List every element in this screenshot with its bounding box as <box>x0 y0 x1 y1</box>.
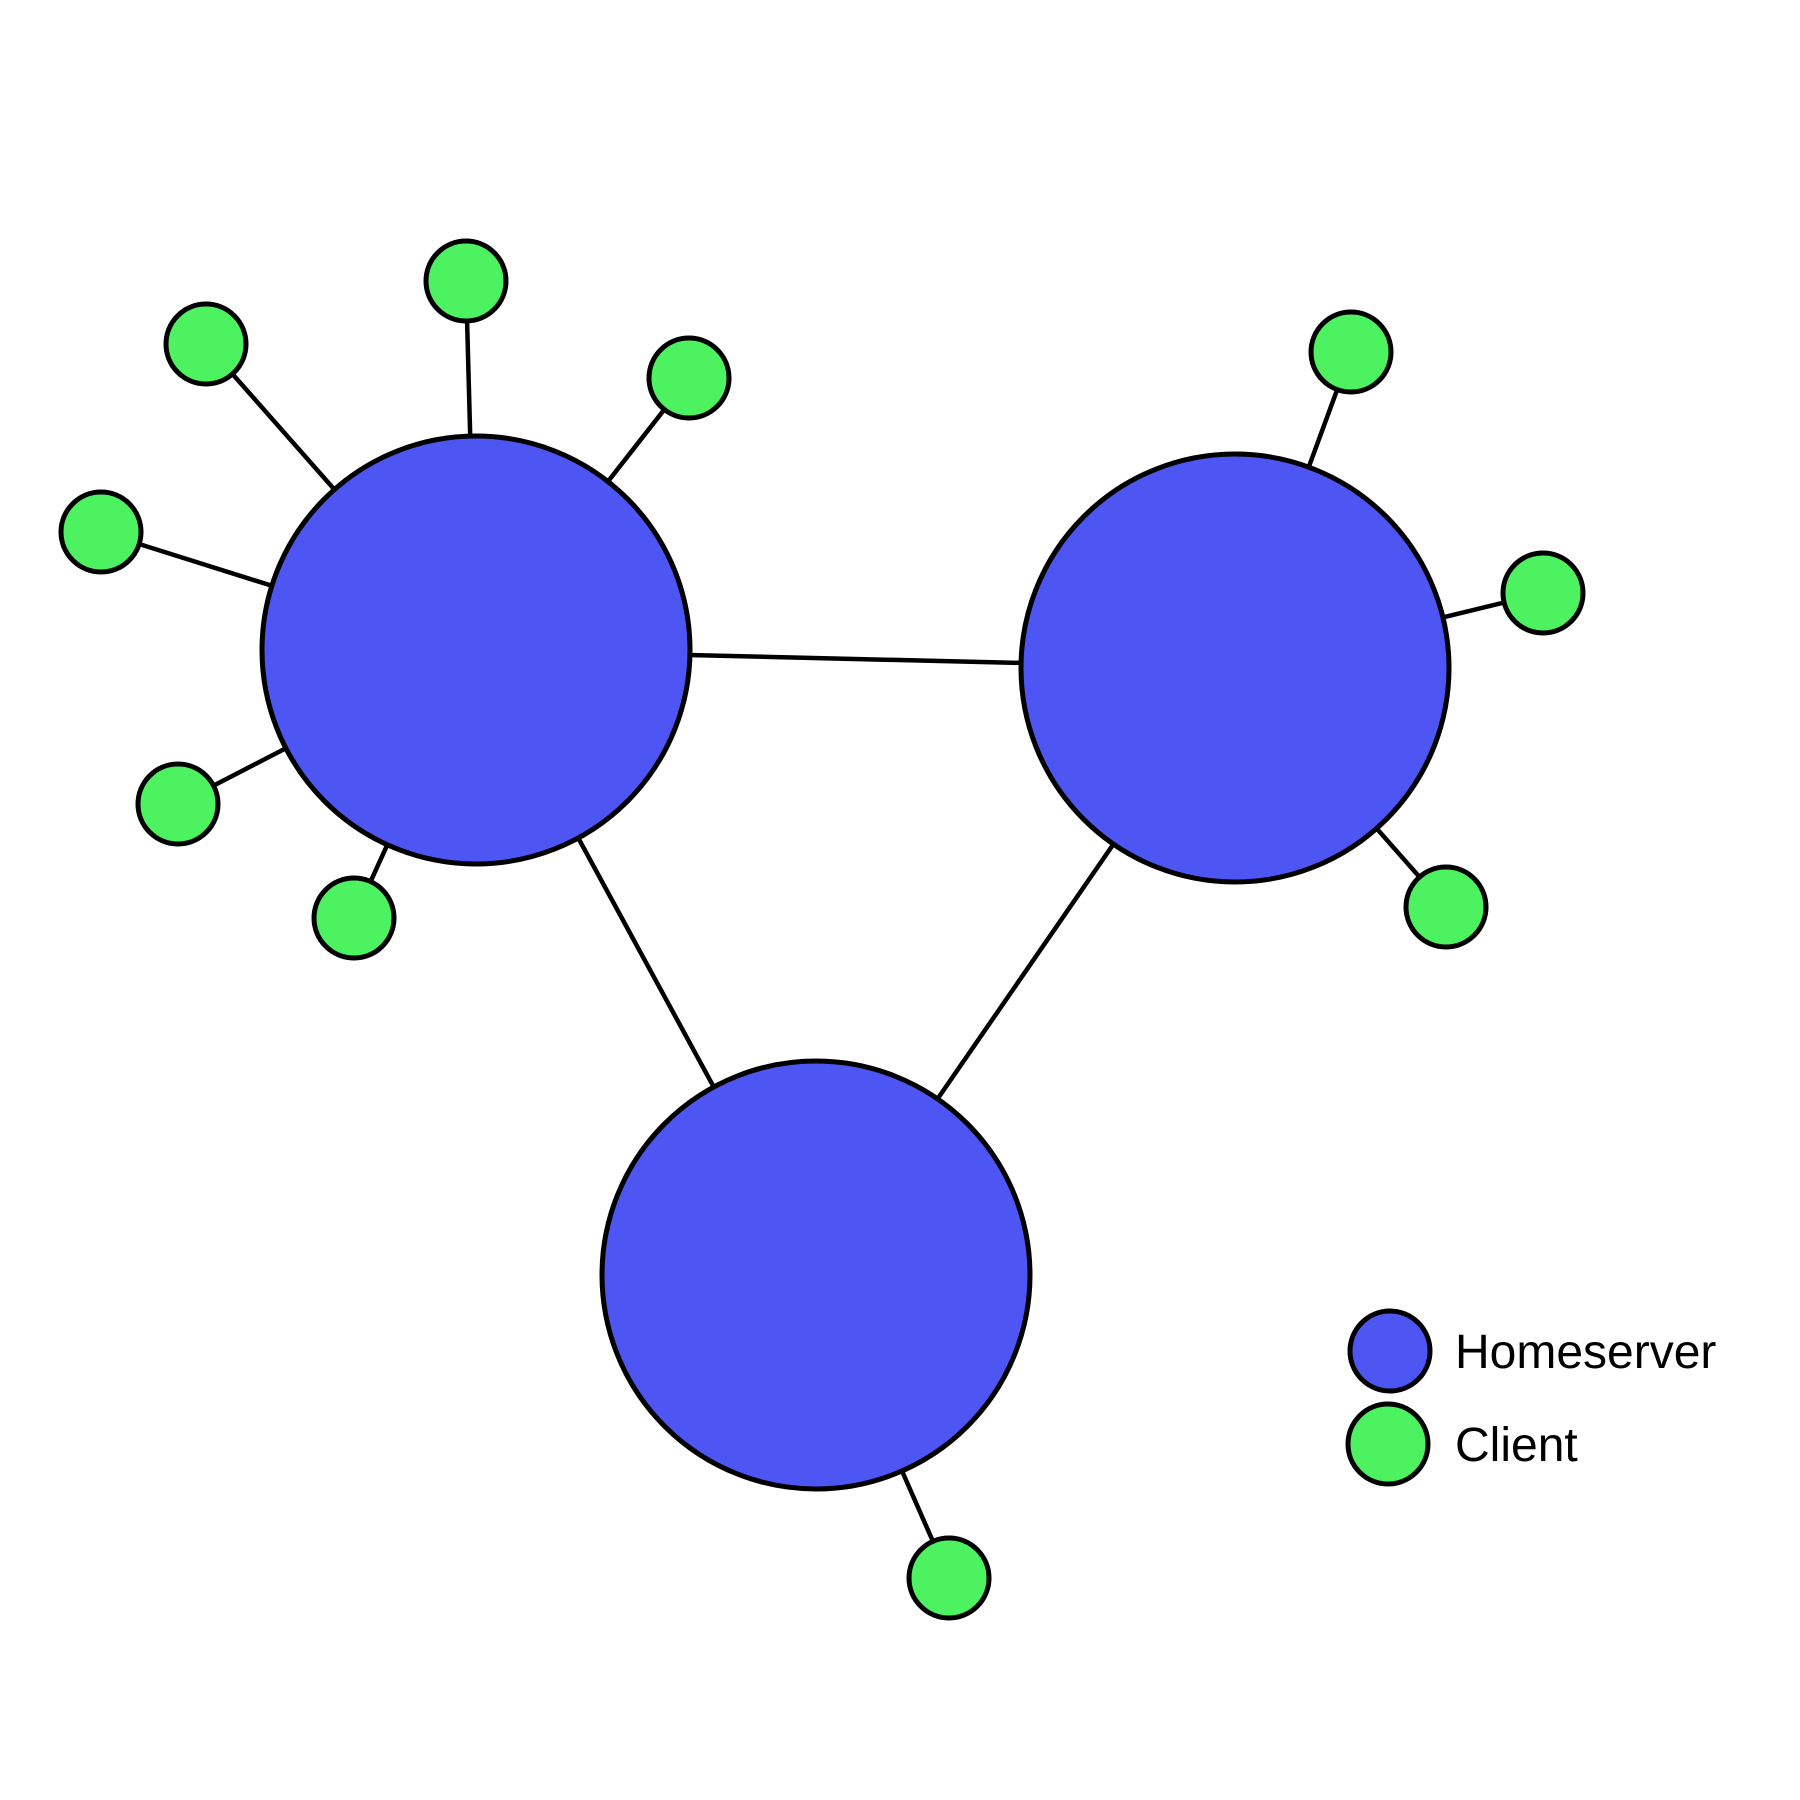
legend-client-label: Client <box>1455 1419 1578 1472</box>
homeserver-node-hs3 <box>599 1058 1033 1492</box>
client-node-c4 <box>58 489 144 575</box>
client-node-c3 <box>646 335 732 421</box>
homeserver-node-hs2 <box>1018 451 1452 885</box>
homeserver-node-hs1 <box>259 433 693 867</box>
legend-client-swatch <box>1345 1401 1431 1487</box>
client-node-c8 <box>1500 550 1586 636</box>
legend: Homeserver Client <box>1345 1308 1716 1487</box>
client-node-c7 <box>1308 309 1394 395</box>
client-node-c1 <box>423 238 509 324</box>
legend-homeserver-label: Homeserver <box>1455 1326 1716 1379</box>
client-node-c10 <box>906 1535 992 1621</box>
node-layer <box>58 238 1586 1621</box>
client-node-c5 <box>135 761 221 847</box>
client-node-c2 <box>163 301 249 387</box>
client-node-c6 <box>311 875 397 961</box>
client-node-c9 <box>1403 864 1489 950</box>
legend-homeserver-swatch <box>1347 1308 1433 1394</box>
